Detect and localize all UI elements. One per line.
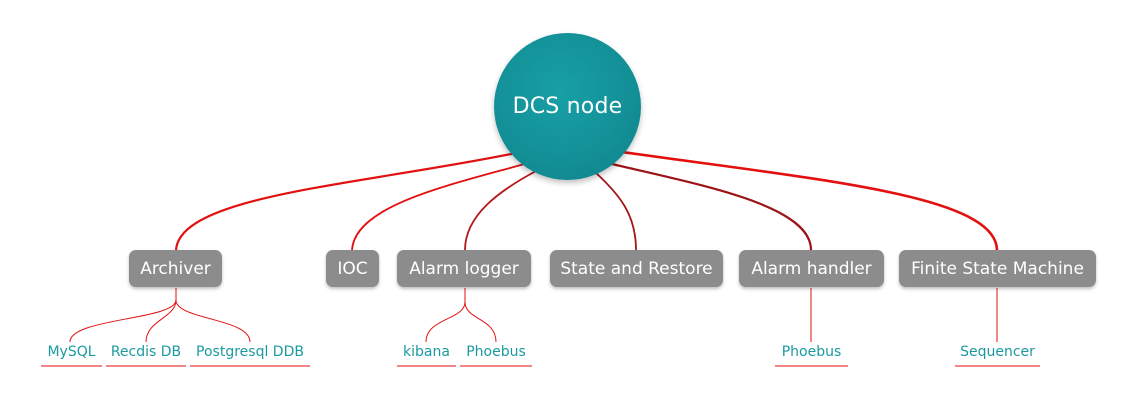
leaf-phoebus-handler[interactable]: Phoebus xyxy=(775,342,848,362)
branch-alarm-logger-label: Alarm logger xyxy=(409,258,519,279)
connector-root-ioc xyxy=(351,162,529,251)
leaf-sequencer-label: Sequencer xyxy=(960,344,1035,360)
connector-archiver-mysql xyxy=(69,288,177,343)
leaf-recdis-db-label: Recdis DB xyxy=(110,344,182,360)
leaf-recdis-db[interactable]: Recdis DB xyxy=(106,342,186,362)
branch-alarm-handler[interactable]: Alarm handler xyxy=(739,250,884,287)
branch-alarm-logger[interactable]: Alarm logger xyxy=(397,250,531,287)
branch-finite-state-machine[interactable]: Finite State Machine xyxy=(899,250,1096,287)
connector-root-fsm xyxy=(621,150,999,251)
branch-ioc[interactable]: IOC xyxy=(326,250,379,287)
connector-root-state-restore xyxy=(594,171,637,251)
branch-archiver[interactable]: Archiver xyxy=(129,250,222,287)
leaf-kibana[interactable]: kibana xyxy=(397,342,456,362)
leaf-postgresql-ddb[interactable]: Postgresql DDB xyxy=(190,342,310,362)
branch-state-and-restore-label: State and Restore xyxy=(560,258,713,279)
leaf-mysql[interactable]: MySQL xyxy=(41,342,102,362)
leaf-mysql-label: MySQL xyxy=(47,344,96,360)
connector-root-archiver xyxy=(174,151,517,251)
branch-finite-state-machine-label: Finite State Machine xyxy=(911,258,1084,279)
leaf-phoebus-handler-label: Phoebus xyxy=(781,344,842,360)
branch-ioc-label: IOC xyxy=(337,258,368,279)
leaf-postgresql-ddb-label: Postgresql DDB xyxy=(196,344,304,360)
connector-alarm-logger-phoebus xyxy=(464,301,497,343)
root-node-label: DCS node xyxy=(512,94,623,119)
connector-root-alarm-logger xyxy=(464,169,539,251)
connector-root-alarm-handler xyxy=(611,162,813,251)
leaf-sequencer[interactable]: Sequencer xyxy=(955,342,1040,362)
connector-archiver-postgresql xyxy=(175,299,251,343)
connector-archiver-recdis xyxy=(145,299,177,343)
root-node-dcs[interactable]: DCS node xyxy=(494,33,641,180)
leaf-phoebus-logger-label: Phoebus xyxy=(466,344,526,360)
branch-archiver-label: Archiver xyxy=(140,258,211,279)
leaf-kibana-label: kibana xyxy=(403,344,450,360)
branch-state-and-restore[interactable]: State and Restore xyxy=(550,250,723,287)
leaf-phoebus-logger[interactable]: Phoebus xyxy=(460,342,532,362)
branch-alarm-handler-label: Alarm handler xyxy=(751,258,872,279)
connector-alarm-logger-kibana xyxy=(425,288,466,343)
